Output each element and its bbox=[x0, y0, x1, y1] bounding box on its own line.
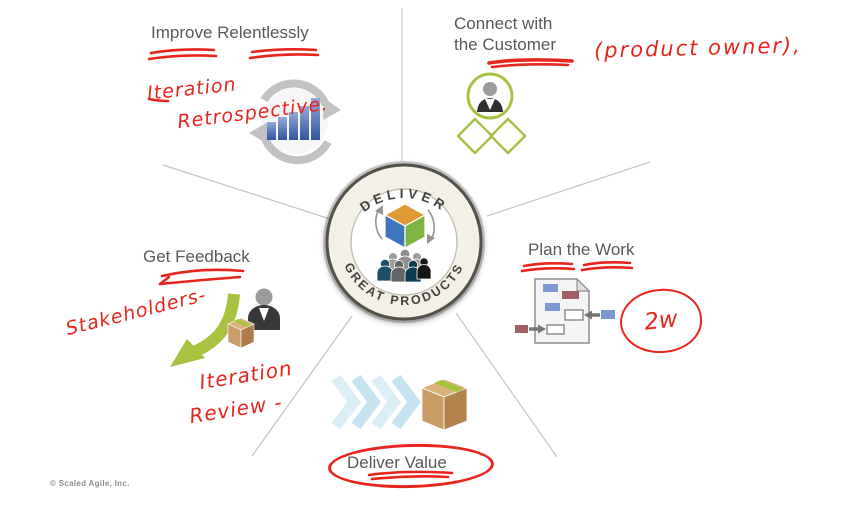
customer-icon bbox=[456, 72, 527, 155]
center-emblem: DELIVER GREAT PRODUCTS bbox=[319, 157, 489, 327]
spoke-upper-right bbox=[486, 161, 651, 217]
section-label-improve: Improve Relentlessly bbox=[151, 23, 309, 42]
handwritten-iteration-retrospective-line1: Iteration bbox=[146, 73, 238, 105]
handwritten-sprint-length: 2w bbox=[616, 284, 706, 358]
section-label-feedback: Get Feedback bbox=[143, 247, 250, 266]
handwritten-iteration-review-line2: Review - bbox=[187, 389, 285, 429]
improvement-cycle-icon bbox=[249, 79, 341, 165]
section-label-deliver: Deliver Value bbox=[347, 453, 447, 472]
copyright-text: © Scaled Agile, Inc. bbox=[50, 479, 130, 488]
spoke-upper-left bbox=[162, 164, 331, 220]
cycle-arrows-icon bbox=[375, 205, 435, 244]
delivery-chevrons-icon bbox=[331, 374, 469, 431]
sprint-length-text: 2w bbox=[642, 306, 679, 336]
handwritten-product-owner: (product owner), bbox=[593, 33, 803, 63]
section-label-connect-line2: the Customer bbox=[454, 35, 557, 54]
diamond-icons bbox=[456, 117, 527, 155]
section-label-connect: Connect with the Customer bbox=[454, 13, 556, 55]
section-label-plan: Plan the Work bbox=[528, 240, 635, 259]
underline-customer bbox=[487, 58, 574, 69]
underline-improve bbox=[147, 48, 320, 61]
underline-plan bbox=[520, 261, 634, 273]
plan-document-icon bbox=[515, 277, 615, 344]
growth-bars-icon bbox=[267, 98, 320, 140]
product-cube-icon bbox=[383, 203, 427, 250]
package-box-icon bbox=[227, 317, 255, 349]
package-box-icon bbox=[420, 378, 469, 431]
team-icon bbox=[376, 248, 432, 283]
section-label-connect-line1: Connect with bbox=[454, 14, 553, 33]
